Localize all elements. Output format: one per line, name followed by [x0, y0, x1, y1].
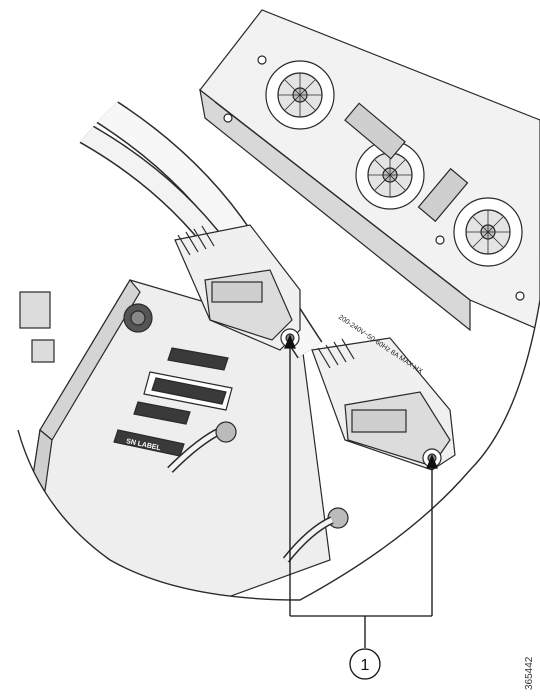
callout-leader: [284, 334, 438, 648]
callout-number: 1: [361, 657, 370, 674]
power-supply-module-1: [174, 224, 301, 351]
zoom-outline: [17, 299, 540, 601]
callout-1: 1: [349, 648, 381, 680]
chassis-tray: SN LABEL: [19, 278, 349, 600]
fan-icon: [355, 140, 425, 210]
fan-icon: [453, 197, 523, 267]
figure-id: 365442: [524, 656, 535, 690]
fan-icon: [265, 60, 335, 130]
power-supply-module-2: [311, 337, 456, 471]
ground-screw-icon: [123, 303, 153, 333]
power-supply-bay: [199, 9, 540, 332]
